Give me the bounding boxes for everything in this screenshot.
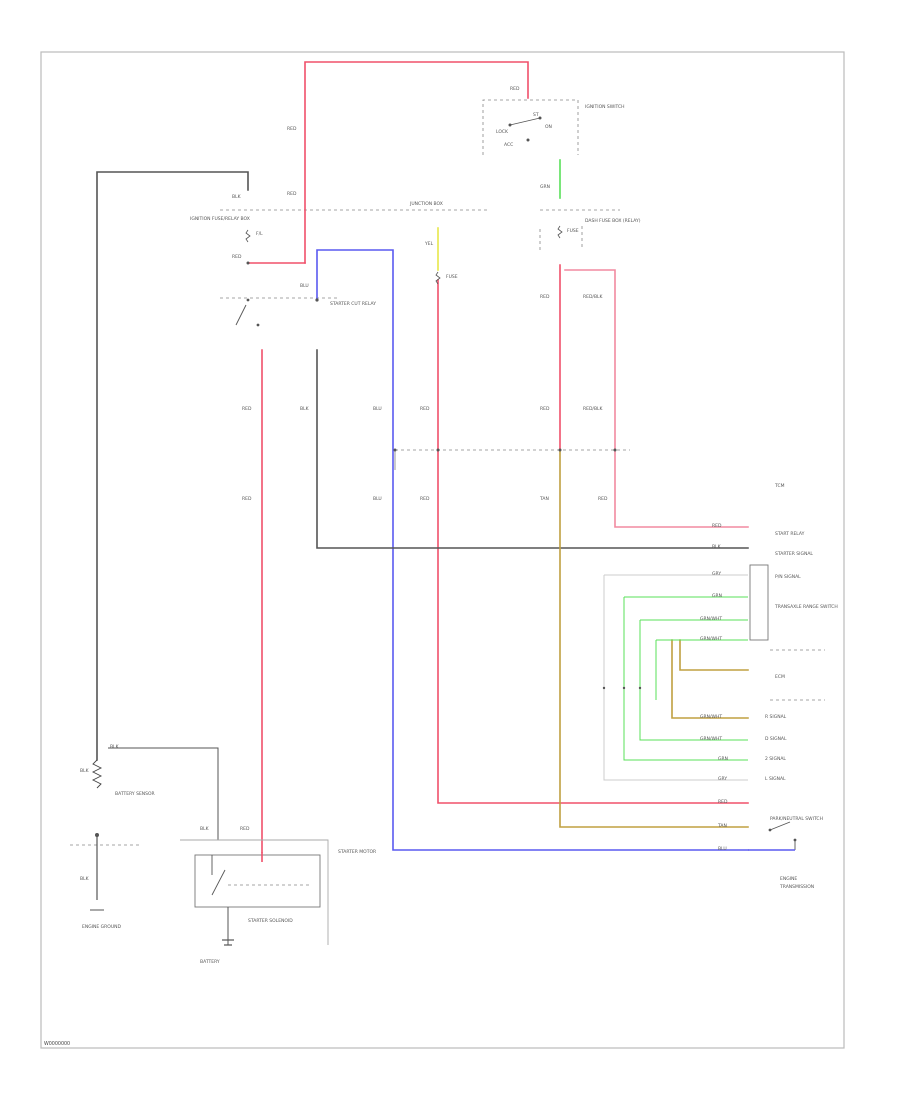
svg-text:RED: RED <box>240 826 250 832</box>
svg-text:BLK: BLK <box>200 826 210 832</box>
svg-text:GRN/WHT: GRN/WHT <box>700 714 722 720</box>
svg-text:RED: RED <box>232 254 242 260</box>
fuse-icon <box>557 225 563 239</box>
battery-sensor: BATTERY SENSOR ENGINE GROUND <box>82 759 155 930</box>
svg-text:ACC: ACC <box>504 142 513 148</box>
svg-text:RED: RED <box>242 406 252 412</box>
starter-motor: STARTER MOTOR STARTER SOLENOID BATTERY <box>180 839 376 965</box>
svg-text:START RELAY: START RELAY <box>775 531 805 537</box>
neutral-switch-label: PARK/NEUTRAL SWITCH <box>770 816 823 822</box>
wire-color-labels: RED RED RED GRN YEL BLK RED BLU RED RED … <box>80 86 728 882</box>
tcm-label: TCM <box>774 483 785 489</box>
svg-text:BLU: BLU <box>718 846 727 852</box>
svg-text:BLU: BLU <box>373 496 382 502</box>
svg-text:BLK: BLK <box>80 768 90 774</box>
pink-wire-relay <box>564 269 749 528</box>
svg-text:BLU: BLU <box>300 283 309 289</box>
svg-text:2 SIGNAL: 2 SIGNAL <box>765 756 786 762</box>
svg-text:GRN/WHT: GRN/WHT <box>700 616 722 622</box>
junction-dots <box>246 261 642 690</box>
svg-text:YEL: YEL <box>424 241 434 247</box>
svg-text:F/L: F/L <box>256 231 263 237</box>
dark-wire-battery <box>96 171 249 761</box>
svg-text:RED: RED <box>712 523 722 529</box>
ignition-switch: IGNITION SWITCH ST ON LOCK ACC <box>482 99 625 155</box>
svg-text:RED: RED <box>420 406 430 412</box>
svg-text:BLK: BLK <box>110 744 120 750</box>
tr-switch-label: TRANSAXLE RANGE SWITCH <box>774 604 838 610</box>
svg-text:TAN: TAN <box>717 823 727 829</box>
fuse-icon <box>435 271 441 285</box>
svg-text:RED: RED <box>718 799 728 805</box>
fuse-block-label: IGNITION FUSE/RELAY BOX <box>190 216 250 222</box>
svg-text:GRN: GRN <box>718 756 728 762</box>
svg-text:STARTER SIGNAL: STARTER SIGNAL <box>775 551 813 557</box>
svg-text:D SIGNAL: D SIGNAL <box>765 736 787 742</box>
svg-text:BLU: BLU <box>373 406 382 412</box>
red-wire-top <box>304 61 529 264</box>
green-signal-wires <box>623 596 748 761</box>
svg-text:LOCK: LOCK <box>496 129 509 135</box>
svg-text:TRANSMISSION: TRANSMISSION <box>779 884 814 890</box>
svg-text:GRY: GRY <box>718 776 727 782</box>
ignition-switch-label: IGNITION SWITCH <box>585 104 625 110</box>
connector-dividers <box>70 209 825 846</box>
red-wire-fuse-a <box>437 279 749 804</box>
svg-text:RED: RED <box>540 294 550 300</box>
starter-motor-label: STARTER MOTOR <box>338 849 376 855</box>
svg-text:RED/BLK: RED/BLK <box>583 406 604 412</box>
battery-label: BATTERY <box>200 959 220 965</box>
diagram-frame <box>40 51 845 1049</box>
svg-text:TAN: TAN <box>539 496 549 502</box>
svg-text:R SIGNAL: R SIGNAL <box>765 714 787 720</box>
gray-wires <box>394 450 748 781</box>
tcm-connector: TCM START RELAY STARTER SIGNAL P/N SIGNA… <box>748 483 838 890</box>
svg-text:ON: ON <box>545 124 552 130</box>
tan-wire <box>559 449 749 828</box>
svg-text:RED: RED <box>510 86 520 92</box>
engine-ground-label: ENGINE GROUND <box>82 924 121 930</box>
starter-solenoid-label: STARTER SOLENOID <box>248 918 293 924</box>
svg-text:RED: RED <box>242 496 252 502</box>
svg-text:RED/BLK: RED/BLK <box>583 294 604 300</box>
svg-text:RED: RED <box>420 496 430 502</box>
svg-text:FUSE: FUSE <box>567 228 579 234</box>
svg-text:P/N SIGNAL: P/N SIGNAL <box>775 574 801 580</box>
svg-text:FUSE: FUSE <box>446 274 458 280</box>
diagram-code: W0000000 <box>44 1041 70 1047</box>
pin-labels: R SIGNAL D SIGNAL 2 SIGNAL L SIGNAL <box>765 714 787 782</box>
tan-wire-ecm <box>679 639 749 671</box>
svg-text:RED: RED <box>287 191 297 197</box>
svg-text:GRN/WHT: GRN/WHT <box>700 736 722 742</box>
svg-text:ST: ST <box>533 112 539 118</box>
blue-wire <box>316 249 749 851</box>
fuse-relay-box: IGNITION FUSE/RELAY BOX JUNCTION BOX DAS… <box>190 201 641 327</box>
svg-text:ENGINE: ENGINE <box>780 876 797 882</box>
svg-text:L SIGNAL: L SIGNAL <box>765 776 786 782</box>
svg-text:GRY: GRY <box>712 571 721 577</box>
dash-fuse-label: DASH FUSE BOX (RELAY) <box>585 218 641 224</box>
svg-text:BLK: BLK <box>80 876 90 882</box>
svg-text:BLK: BLK <box>232 194 242 200</box>
svg-text:GRN/WHT: GRN/WHT <box>700 636 722 642</box>
svg-text:RED: RED <box>598 496 608 502</box>
svg-text:GRN: GRN <box>540 184 550 190</box>
svg-text:BLK: BLK <box>712 544 722 550</box>
junction-box-label: JUNCTION BOX <box>409 201 443 207</box>
red-wires <box>247 61 749 853</box>
battery-sensor-label: BATTERY SENSOR <box>115 791 155 797</box>
svg-text:GRN: GRN <box>712 593 722 599</box>
tan-wire-ecm-b <box>671 639 749 719</box>
svg-text:RED: RED <box>540 406 550 412</box>
svg-text:BLK: BLK <box>300 406 310 412</box>
svg-text:RED: RED <box>287 126 297 132</box>
dark-wire-relay <box>316 349 749 549</box>
fuse-icon <box>245 229 251 243</box>
ecm-label: ECM <box>775 674 785 680</box>
starter-cut-relay-label: STARTER CUT RELAY <box>330 301 376 307</box>
